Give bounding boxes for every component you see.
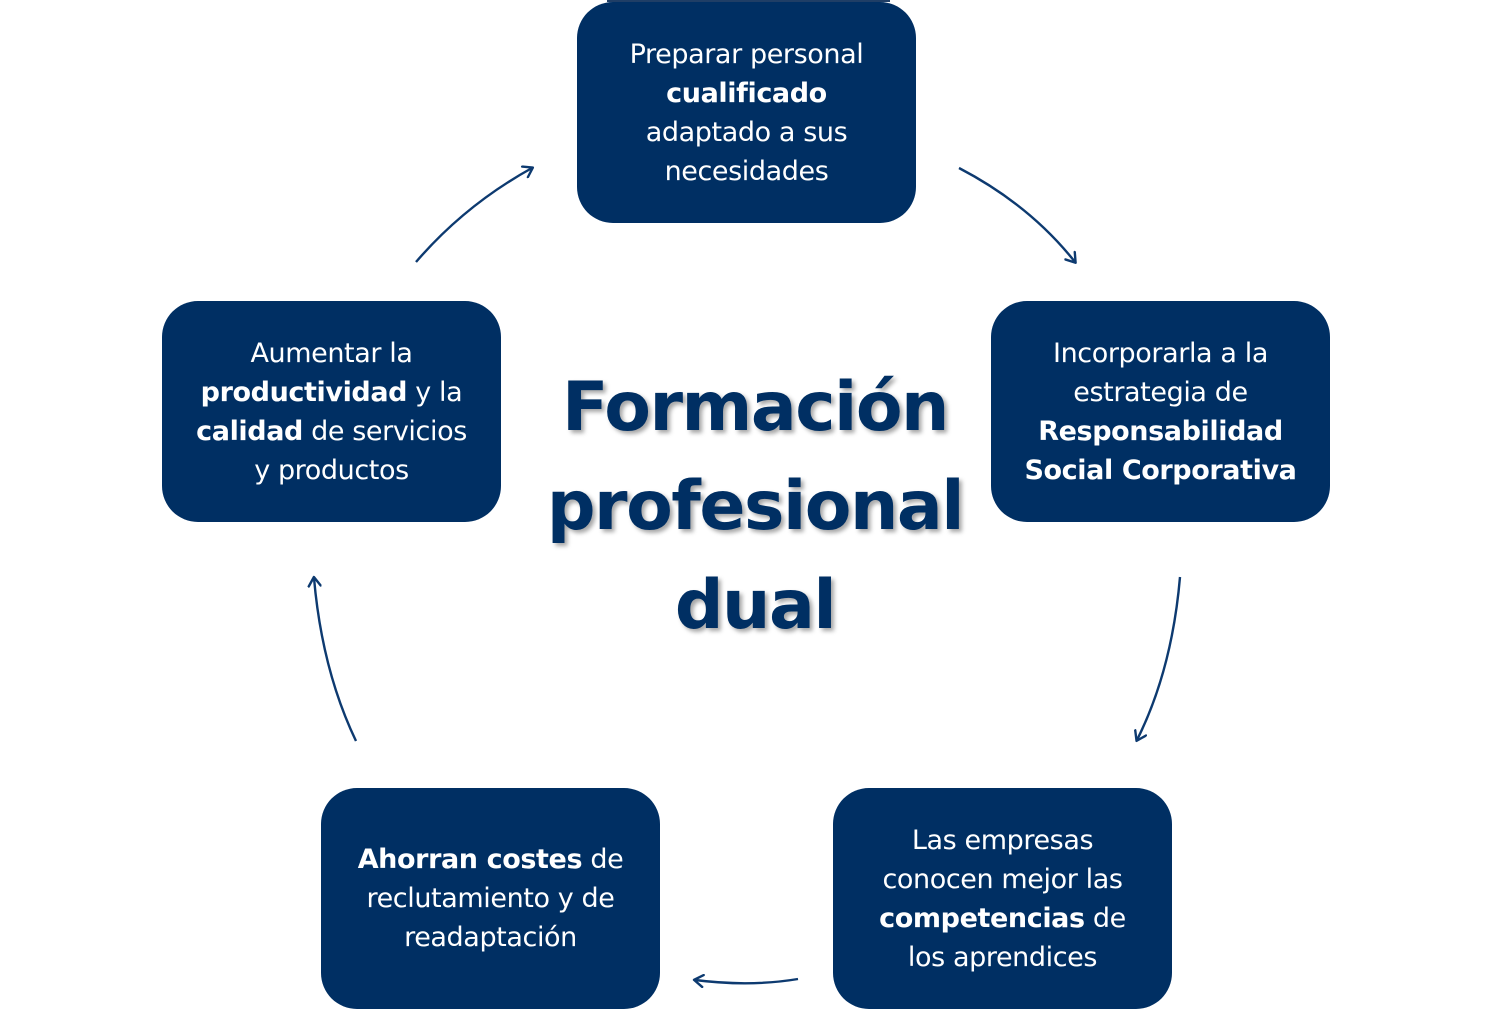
node-text: Ahorran costes de reclutamiento y de rea… xyxy=(358,840,624,957)
node-line: conocen mejor las xyxy=(882,863,1123,895)
node-line: Incorporarla a la xyxy=(1053,337,1268,369)
node-text: Preparar personal cualificado adaptado a… xyxy=(630,35,864,191)
node-line: reclutamiento y de xyxy=(366,883,615,914)
node-line-bold: cualificado xyxy=(666,77,827,109)
node-line: Aumentar la xyxy=(250,337,413,369)
node-line-bold: productividad xyxy=(200,376,408,408)
diagram-title: Formación profesional dual xyxy=(540,358,970,655)
node-line: necesidades xyxy=(664,155,829,187)
title-line: dual xyxy=(674,566,837,645)
node-text: Aumentar la productividad y la calidad d… xyxy=(196,334,467,490)
curved-arrow-icon xyxy=(1137,576,1182,740)
cycle-node-bottom-right: Las empresas conocen mejor las competenc… xyxy=(833,788,1172,1009)
node-line: Preparar personal xyxy=(629,38,864,70)
cycle-node-bottom-left: Ahorran costes de reclutamiento y de rea… xyxy=(321,788,660,1009)
node-line-bold: Social Corporativa xyxy=(1024,454,1297,486)
node-line: y la xyxy=(407,376,463,408)
curved-arrow-icon xyxy=(958,166,1075,262)
node-line-bold: Responsabilidad xyxy=(1038,415,1283,447)
node-line: readaptación xyxy=(404,922,577,953)
node-line: de xyxy=(1084,902,1126,934)
node-line: estrategia de xyxy=(1073,376,1248,408)
node-line: de servicios xyxy=(302,415,467,447)
node-text: Incorporarla a la estrategia de Responsa… xyxy=(1024,334,1296,490)
node-line: Las empresas xyxy=(911,824,1094,856)
node-line: adaptado a sus xyxy=(645,116,848,148)
title-line: Formación xyxy=(562,368,949,447)
curved-arrow-icon xyxy=(314,578,358,742)
node-line-bold: calidad xyxy=(196,415,303,447)
curved-arrow-icon xyxy=(695,979,799,983)
cycle-node-top: Preparar personal cualificado adaptado a… xyxy=(577,2,916,223)
node-line: los aprendices xyxy=(907,941,1098,973)
curved-arrow-icon xyxy=(415,168,532,263)
node-line-bold: competencias xyxy=(879,902,1085,934)
cycle-node-right: Incorporarla a la estrategia de Responsa… xyxy=(991,301,1330,522)
cycle-node-left: Aumentar la productividad y la calidad d… xyxy=(162,301,501,522)
top-edge-line xyxy=(607,0,890,2)
node-line: de xyxy=(582,844,624,875)
node-line: y productos xyxy=(254,454,409,486)
node-text: Las empresas conocen mejor las competenc… xyxy=(879,821,1126,977)
node-line-bold: Ahorran costes xyxy=(357,844,583,875)
title-line: profesional xyxy=(546,467,965,546)
